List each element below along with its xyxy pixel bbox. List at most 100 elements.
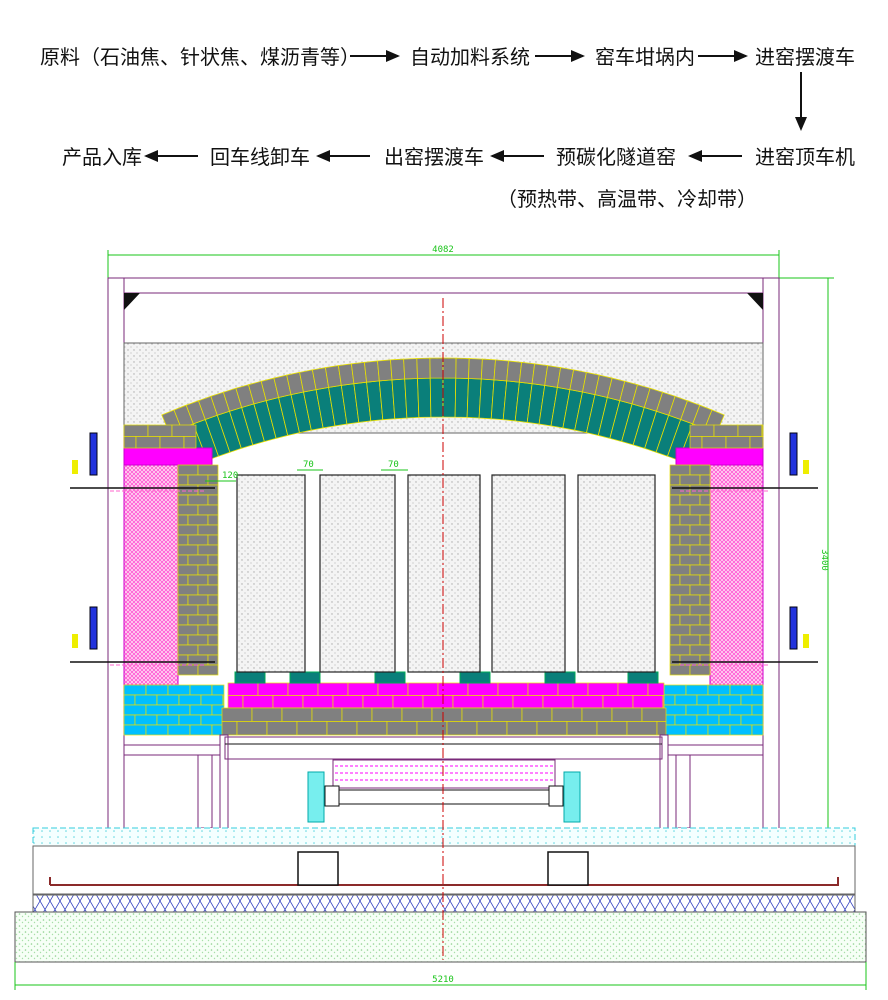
arrow-right-icon	[535, 50, 585, 62]
side-brick	[685, 704, 709, 716]
wall-brick	[699, 514, 711, 526]
wall-brick	[669, 504, 691, 516]
flow-step-auto-feeding: 自动加料系统	[410, 45, 530, 69]
side-brick	[696, 694, 720, 706]
floor-brick	[491, 707, 523, 722]
crucible-panel	[319, 474, 396, 673]
floor-brick	[221, 707, 253, 722]
wall-brick	[699, 494, 711, 506]
flow-note-zones: （预热带、高温带、冷却带）	[497, 187, 757, 211]
floor-brick	[341, 707, 373, 722]
side-brick	[134, 694, 158, 706]
arrow-left-icon	[316, 150, 370, 162]
wall-brick	[187, 634, 209, 646]
side-brick	[729, 704, 753, 716]
floor-brick	[482, 695, 514, 709]
arch-brick-inner	[429, 377, 444, 418]
floor-brick	[431, 707, 463, 722]
wall-brick	[761, 424, 764, 437]
wall-brick	[679, 474, 701, 486]
wall-brick	[207, 534, 219, 546]
side-brick	[707, 724, 731, 736]
wall-brick	[689, 604, 711, 616]
wall-brick	[669, 534, 681, 546]
floor-brick	[626, 721, 658, 736]
floor-brick	[596, 721, 628, 736]
side-walls	[123, 447, 764, 686]
side-brick	[663, 704, 687, 716]
wall-brick	[197, 464, 219, 476]
wall-brick	[699, 594, 711, 606]
side-brick	[123, 704, 147, 716]
floor-brick	[347, 682, 379, 696]
wall-brick	[177, 584, 199, 596]
arrow-left-icon	[144, 150, 198, 162]
floor-brick	[371, 707, 403, 722]
support-block	[459, 671, 491, 684]
side-brick	[696, 714, 720, 726]
side-brick	[156, 714, 180, 726]
wall-brick	[187, 574, 209, 586]
wall-brick	[749, 436, 764, 449]
floor-brick	[566, 721, 598, 736]
floor-brick	[506, 721, 538, 736]
wall-brick	[669, 554, 681, 566]
wall-brick	[177, 624, 199, 636]
wall-brick	[679, 534, 701, 546]
wall-brick	[197, 524, 219, 536]
floor-brick	[422, 695, 454, 709]
support-block	[374, 671, 406, 684]
wall-brick	[171, 424, 197, 437]
side-brick	[134, 714, 158, 726]
arch-brick-outer	[390, 358, 406, 381]
wall-brick	[669, 544, 691, 556]
flow-step-storage: 产品入库	[62, 145, 142, 169]
side-brick	[663, 684, 687, 696]
arrow-left-icon	[688, 150, 742, 162]
wall-brick	[679, 634, 701, 646]
wall-brick	[669, 584, 691, 596]
arch-brick-outer	[493, 359, 509, 382]
floor-brick	[641, 707, 667, 722]
wall-brick	[197, 584, 219, 596]
wall-brick	[699, 654, 711, 666]
floor-brick	[296, 721, 328, 736]
steel-frame	[107, 277, 780, 841]
floor-brick	[467, 682, 499, 696]
side-brick	[167, 704, 191, 716]
support-block	[234, 671, 266, 684]
side-brick	[663, 694, 676, 706]
floor-brick	[512, 695, 544, 709]
wall-brick	[197, 604, 219, 616]
wall-brick	[207, 594, 219, 606]
wall-brick	[197, 624, 219, 636]
side-brick	[145, 724, 169, 736]
floor-brick	[542, 695, 574, 709]
floor-brick	[386, 721, 418, 736]
wall-brick	[699, 614, 711, 626]
wall-brick	[679, 594, 701, 606]
tie-rods	[70, 432, 818, 666]
floor-brick	[326, 721, 358, 736]
wall-brick	[669, 604, 691, 616]
wall-brick	[177, 594, 189, 606]
wall-brick	[177, 654, 189, 666]
foundation	[14, 827, 867, 963]
support-block	[544, 671, 576, 684]
floor-brick	[227, 682, 259, 696]
wall-brick	[177, 644, 199, 656]
wall-brick	[187, 654, 209, 666]
floor-brick	[257, 682, 289, 696]
side-brick	[707, 684, 731, 696]
floor-brick	[401, 707, 433, 722]
side-brick	[718, 714, 742, 726]
side-brick	[729, 684, 753, 696]
arch-brick-inner	[417, 377, 432, 418]
wall-brick	[701, 436, 727, 449]
dim-5210: 5210	[432, 975, 454, 985]
wall-brick	[207, 634, 219, 646]
side-brick	[222, 694, 225, 706]
wall-brick	[207, 654, 219, 666]
floor-brick	[551, 707, 583, 722]
arch-brick-outer	[350, 361, 368, 385]
